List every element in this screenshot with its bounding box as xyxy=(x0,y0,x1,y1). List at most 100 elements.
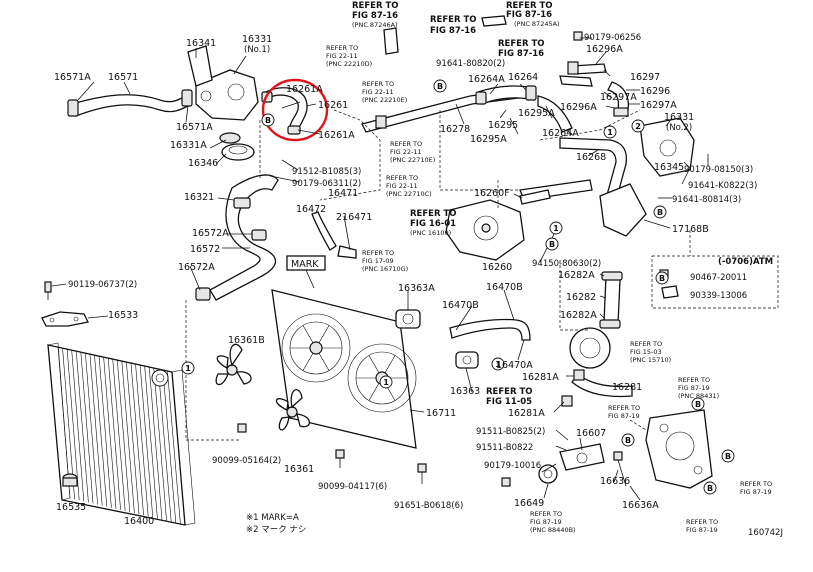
label-16361: 16361 xyxy=(284,464,314,475)
radiator-fin xyxy=(116,359,131,513)
label-16535: 16535 xyxy=(56,502,86,513)
svg-text:FIG 87-19: FIG 87-19 xyxy=(530,518,562,526)
svg-text:(PNC 16710G): (PNC 16710G) xyxy=(362,265,408,273)
refer-16100: REFER TO FIG 16-01 (PNC 16100) xyxy=(410,209,457,237)
label-90179-08150: 90179-08150(3) xyxy=(684,165,753,175)
label-16321: 16321 xyxy=(184,192,214,203)
svg-text:REFER TO: REFER TO xyxy=(486,387,533,397)
label-16282A-bottom: 16282A xyxy=(560,310,597,321)
fan-shroud-16711 xyxy=(271,289,417,449)
bolt-90099-05164 xyxy=(237,423,247,433)
hose-16295 xyxy=(537,95,573,133)
label-mark: MARK xyxy=(291,259,319,270)
label-16268: 16268 xyxy=(576,152,606,163)
label-16361B: 16361B xyxy=(228,335,265,346)
svg-text:REFER TO: REFER TO xyxy=(430,15,477,25)
leader-lines xyxy=(51,37,709,501)
label-16649: 16649 xyxy=(514,498,544,509)
label-16281: 16281 xyxy=(612,382,642,393)
shroud-spoke xyxy=(302,353,314,371)
svg-text:REFER TO: REFER TO xyxy=(498,39,545,49)
bracket-87245A xyxy=(481,15,507,27)
label-16295: 16295 xyxy=(488,120,518,131)
svg-text:REFER TO: REFER TO xyxy=(740,480,772,488)
label-16345: 16345 xyxy=(654,162,684,173)
radiator-fin xyxy=(98,355,112,508)
label-216471: 216471 xyxy=(336,212,372,223)
callout-1-3: 1 xyxy=(495,360,501,369)
hose-16281 xyxy=(561,369,633,407)
pump-15710 xyxy=(569,327,611,369)
radiator-fin xyxy=(126,361,140,515)
fan-16361 xyxy=(275,389,311,431)
label-16261: 16261 xyxy=(318,100,348,111)
label-16296: 16296 xyxy=(640,86,670,97)
label-16571A-mid: 16571A xyxy=(176,122,213,133)
shroud-spoke xyxy=(318,353,330,371)
label-16363: 16363 xyxy=(450,386,480,397)
bolt-90099-04117 xyxy=(335,449,345,468)
callout-markers: B B 1 1 1 1 1 2 B B B B B B B xyxy=(181,79,735,495)
label-90179-06256: 90179-06256 xyxy=(584,33,641,43)
tensioner-16607 xyxy=(559,443,605,471)
label-16572A-bottom: 16572A xyxy=(178,262,215,273)
svg-text:FIG 87-19: FIG 87-19 xyxy=(686,526,718,534)
callout-1-4: 1 xyxy=(553,224,559,233)
refer-22710C: REFER TO FIG 22-11 (PNC 22710C) xyxy=(386,174,432,198)
label-16571: 16571 xyxy=(108,72,138,83)
callout-b-9: B xyxy=(725,452,731,461)
svg-text:FIG 87-16: FIG 87-16 xyxy=(430,26,476,36)
hose-16297 xyxy=(607,81,630,117)
note-1: ※1 MARK=A xyxy=(246,513,299,523)
svg-text:REFER TO: REFER TO xyxy=(326,44,358,52)
radiator-fin xyxy=(121,360,135,514)
svg-text:FIG 87-16: FIG 87-16 xyxy=(352,11,398,21)
radiator-fin xyxy=(103,356,117,509)
refer-88431: REFER TO FIG 87-19 (PNC 88431) xyxy=(678,376,719,400)
part-number-labels: 16341 16331 (No.1) 16571A 16571 16571A 1… xyxy=(54,33,783,538)
svg-text:(PNC 87246A): (PNC 87246A) xyxy=(352,21,398,29)
bolt-91651 xyxy=(417,463,427,484)
refer-87-19-b: REFER TO FIG 87-19 xyxy=(740,480,772,496)
radiator-fin xyxy=(107,357,121,510)
label-91641-80814: 91641-80814(3) xyxy=(672,195,741,205)
radiator-fin xyxy=(94,354,108,507)
refer-22710E: REFER TO FIG 22-11 (PNC 22710E) xyxy=(390,140,435,164)
svg-text:REFER TO: REFER TO xyxy=(362,249,394,257)
label-16400: 16400 xyxy=(124,516,154,527)
radiator-fin xyxy=(148,366,163,520)
svg-text:REFER TO: REFER TO xyxy=(390,140,422,148)
radiator-fin xyxy=(130,362,144,516)
label-16331A: 16331A xyxy=(170,140,207,151)
label-90099-04117: 90099-04117(6) xyxy=(318,482,387,492)
label-16295A-right: 16295A xyxy=(518,108,555,119)
bolt-90179-10016 xyxy=(501,477,511,487)
svg-text:(PNC 15710): (PNC 15710) xyxy=(630,356,671,364)
label-16346: 16346 xyxy=(188,158,218,169)
radiator-fin xyxy=(135,363,149,517)
label-16331-no1-sub: (No.1) xyxy=(244,45,270,55)
callout-b-3: B xyxy=(657,208,663,217)
label-16282A-top: 16282A xyxy=(558,270,595,281)
label-16297: 16297 xyxy=(630,72,660,83)
svg-text:REFER TO: REFER TO xyxy=(686,518,718,526)
callout-b-5: B xyxy=(549,240,555,249)
svg-text:FIG 16-01: FIG 16-01 xyxy=(410,219,456,229)
refer-16710G: REFER TO FIG 17-09 (PNC 16710G) xyxy=(362,249,408,273)
figure-code: 160742J xyxy=(748,528,783,538)
refer-to-blocks: REFER TO FIG 87-16 (PNC 87246A) REFER TO… xyxy=(326,1,772,534)
bracket-16636A xyxy=(645,409,713,489)
label-16470A: 16470A xyxy=(496,360,533,371)
label-91651: 91651-B0618(6) xyxy=(394,501,463,511)
label-16571A-left: 16571A xyxy=(54,72,91,83)
hose-16282 xyxy=(599,271,623,329)
thermostat-16346 xyxy=(219,132,255,161)
callout-1-1: 1 xyxy=(185,364,191,373)
label-16470B-b: 16470B xyxy=(486,282,523,293)
label-16260: 16260 xyxy=(482,262,512,273)
svg-text:(PNC 88440B): (PNC 88440B) xyxy=(530,526,576,534)
svg-text:FIG 22-11: FIG 22-11 xyxy=(386,182,418,190)
cushion-16535 xyxy=(62,473,78,487)
label-16297A-top: 16297A xyxy=(600,92,637,103)
